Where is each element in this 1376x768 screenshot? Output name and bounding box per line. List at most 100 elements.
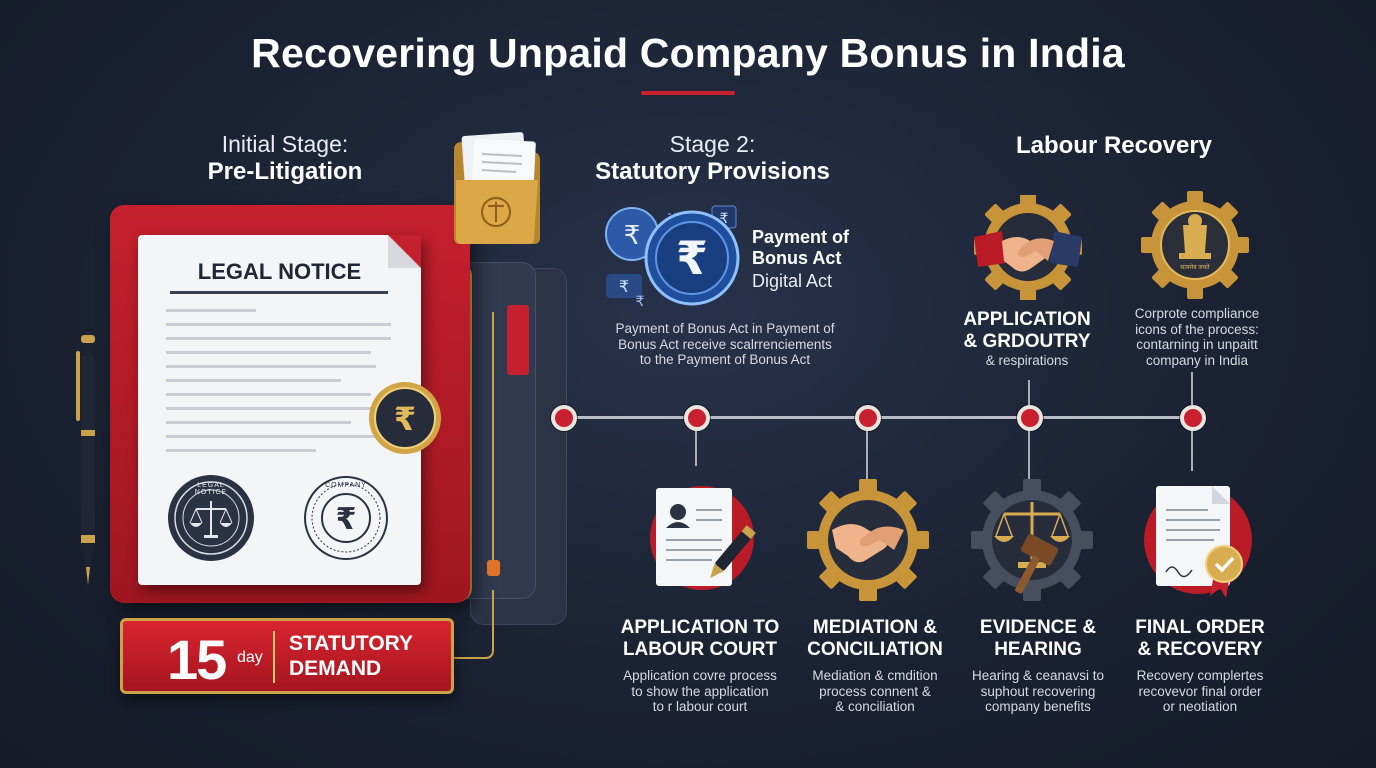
step-1-desc: Application covre process to show the ap… <box>608 668 792 715</box>
rupee-coin-icon: ₹ <box>369 382 441 454</box>
timeline-node <box>1017 405 1043 431</box>
stage2-label: Stage 2: <box>669 131 756 157</box>
step-1-desc-line: to r labour court <box>652 699 748 714</box>
step-3-title-line2: HEARING <box>994 639 1082 660</box>
rupee-seal-icon: ₹ <box>304 476 388 560</box>
step-4-desc: Recovery complertes recovevor final orde… <box>1118 668 1282 715</box>
legal-seal-icon <box>168 475 254 561</box>
folded-corner <box>388 235 421 268</box>
svg-text:₹: ₹ <box>636 294 645 310</box>
page-title: Recovering Unpaid Company Bonus in India <box>251 30 1125 76</box>
step-3-desc-line: company benefits <box>985 699 1091 714</box>
step-3-desc-line: Hearing & ceanavsi to <box>971 668 1105 683</box>
mediation-handshake-icon <box>807 479 929 601</box>
step-4-desc-line: Recovery complertes <box>1136 668 1264 683</box>
payment-act-title-line1: Payment of <box>752 227 850 247</box>
payment-act-title: Payment of Bonus Act <box>752 227 892 269</box>
doc-line <box>166 309 256 312</box>
step-1-desc-line: Application covre process <box>623 668 777 683</box>
doc-line <box>166 393 371 396</box>
svg-text:₹: ₹ <box>394 400 416 438</box>
step-2-title: MEDIATION & CONCILIATION <box>795 617 955 661</box>
timeline-line <box>563 416 1203 419</box>
stage3-name: Labour Recovery <box>1015 132 1213 159</box>
doc-rule <box>170 291 388 294</box>
labour-top-1-title: APPLICATION & GRDOUTRY <box>946 309 1108 353</box>
timeline-node <box>684 405 710 431</box>
handshake-gear-icon <box>974 195 1082 300</box>
doc-line <box>166 365 376 368</box>
seal-left-text: LEGAL NOTICE <box>194 482 228 496</box>
labour-top-2-desc-line: icons of the process: <box>1135 321 1259 337</box>
stage3-heading: Labour Recovery <box>984 132 1244 160</box>
emblem-gear-icon <box>1141 191 1249 299</box>
svg-text:₹: ₹ <box>619 277 629 296</box>
doc-line <box>166 351 371 354</box>
svg-text:₹: ₹ <box>336 502 357 537</box>
timeline-node <box>855 405 881 431</box>
payment-act-title-line2: Bonus Act <box>752 248 842 268</box>
step-2-desc-line: & conciliation <box>835 699 915 714</box>
demand-text-line1: STATUTORY <box>289 632 414 655</box>
folder-documents-icon <box>454 132 540 244</box>
labour-top-1-title-line1: APPLICATION <box>963 309 1091 330</box>
payment-act-desc-line: Payment of Bonus Act in Payment of <box>615 321 835 336</box>
labour-top-1-desc-line: & respirations <box>985 353 1069 368</box>
step-2-title-line2: CONCILIATION <box>807 639 943 660</box>
payment-act-subtitle: Digital Act <box>752 271 833 291</box>
step-2-title-line1: MEDIATION & <box>812 617 938 638</box>
doc-line <box>166 323 391 326</box>
step-2-desc: Mediation & cmdition process connent & &… <box>795 668 955 715</box>
doc-line <box>166 379 341 382</box>
demand-days-unit: day <box>237 649 263 666</box>
doc-line <box>166 449 316 452</box>
connector-line <box>453 312 500 659</box>
step-1-title: APPLICATION TO LABOUR COURT <box>612 617 788 661</box>
step-4-desc-line: or neotiation <box>1162 699 1238 714</box>
step-2-desc-line: Mediation & cmdition <box>812 668 938 683</box>
step-1-desc-line: to show the application <box>631 683 769 699</box>
payment-act-desc-line: to the Payment of Bonus Act <box>639 352 811 367</box>
gavel-scales-icon <box>971 479 1093 601</box>
seal-right-text: COMPANY <box>325 482 367 489</box>
timeline-node <box>551 405 577 431</box>
legal-notice-document: LEGAL NOTICE LEGAL NOTICE ₹ COMPANY <box>138 235 421 585</box>
timeline-connector <box>695 431 697 466</box>
labour-top-1-title-line2: & GRDOUTRY <box>963 331 1091 352</box>
title-underline <box>641 91 735 95</box>
step-3-desc: Hearing & ceanavsi to suphout recovering… <box>958 668 1118 715</box>
statutory-demand-badge: 15 day STATUTORY DEMAND <box>120 618 454 694</box>
application-form-icon <box>650 486 756 590</box>
demand-text: STATUTORY DEMAND <box>289 631 449 681</box>
step-1-title-line2: LABOUR COURT <box>622 639 778 660</box>
labour-top-2-desc: Corprote compliance icons of the process… <box>1112 306 1282 368</box>
labour-top-2-desc-line: company in India <box>1145 352 1249 368</box>
legal-notice-title: LEGAL NOTICE <box>197 259 362 284</box>
step-3-desc-line: suphout recovering <box>980 683 1096 699</box>
demand-text-line2: DEMAND <box>289 657 382 680</box>
final-order-icon <box>1144 486 1252 598</box>
payment-act-description: Payment of Bonus Act in Payment of Bonus… <box>590 321 860 368</box>
stage2-name: Statutory Provisions <box>595 158 830 185</box>
doc-line <box>166 421 351 424</box>
emblem-text: सत्यमेव जयते <box>1180 265 1210 271</box>
step-4-desc-line: recovevor final order <box>1138 683 1262 699</box>
labour-top-2-desc-line: contarning in unpaitt <box>1136 337 1258 352</box>
stage1-label: Initial Stage: <box>221 131 349 157</box>
timeline-connector <box>1028 380 1030 405</box>
demand-days-number: 15 <box>167 628 227 691</box>
step-3-title-line1: EVIDENCE & <box>979 617 1097 638</box>
svg-text:₹: ₹ <box>624 221 641 251</box>
timeline-connector <box>1191 431 1193 471</box>
badge-separator <box>273 631 275 683</box>
doc-line <box>166 407 371 410</box>
svg-text:₹: ₹ <box>676 231 708 285</box>
timeline-connector <box>1191 372 1193 405</box>
step-2-desc-line: process connent & <box>819 683 931 699</box>
stage1-name: Pre-Litigation <box>207 158 363 185</box>
timeline-connector <box>866 431 868 481</box>
step-4-title-line1: FINAL ORDER <box>1135 617 1265 638</box>
payment-act-desc-line: Bonus Act receive scalrrenciements <box>618 336 832 352</box>
step-4-title-line2: & RECOVERY <box>1137 639 1263 660</box>
timeline-connector <box>1028 431 1030 481</box>
